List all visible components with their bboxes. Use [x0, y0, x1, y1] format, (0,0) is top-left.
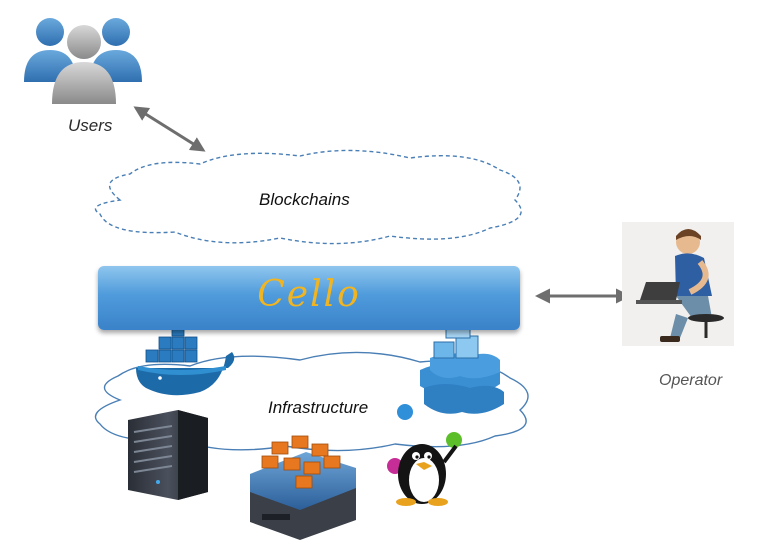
users-group-icon: [24, 18, 142, 104]
linux-penguin-icon: [396, 444, 458, 506]
users-blockchains-arrow: [133, 106, 206, 152]
vmware-esx-icon: [250, 435, 356, 540]
users-label: Users: [68, 116, 113, 135]
operator-label: Operator: [659, 372, 723, 389]
server-tower-icon: [128, 410, 208, 500]
operator-laptop-icon: [622, 222, 734, 346]
docker-whale-icon: [136, 323, 235, 396]
blockchains-cloud: [94, 149, 522, 245]
green-ball-icon: [446, 432, 462, 448]
docker-containers-icon: [420, 325, 504, 414]
infrastructure-label: Infrastructure: [268, 398, 369, 417]
cello-bar: Cello: [98, 266, 520, 330]
blue-ball-icon: [397, 404, 413, 420]
cello-title: Cello: [257, 274, 361, 315]
blockchains-label: Blockchains: [259, 190, 350, 209]
